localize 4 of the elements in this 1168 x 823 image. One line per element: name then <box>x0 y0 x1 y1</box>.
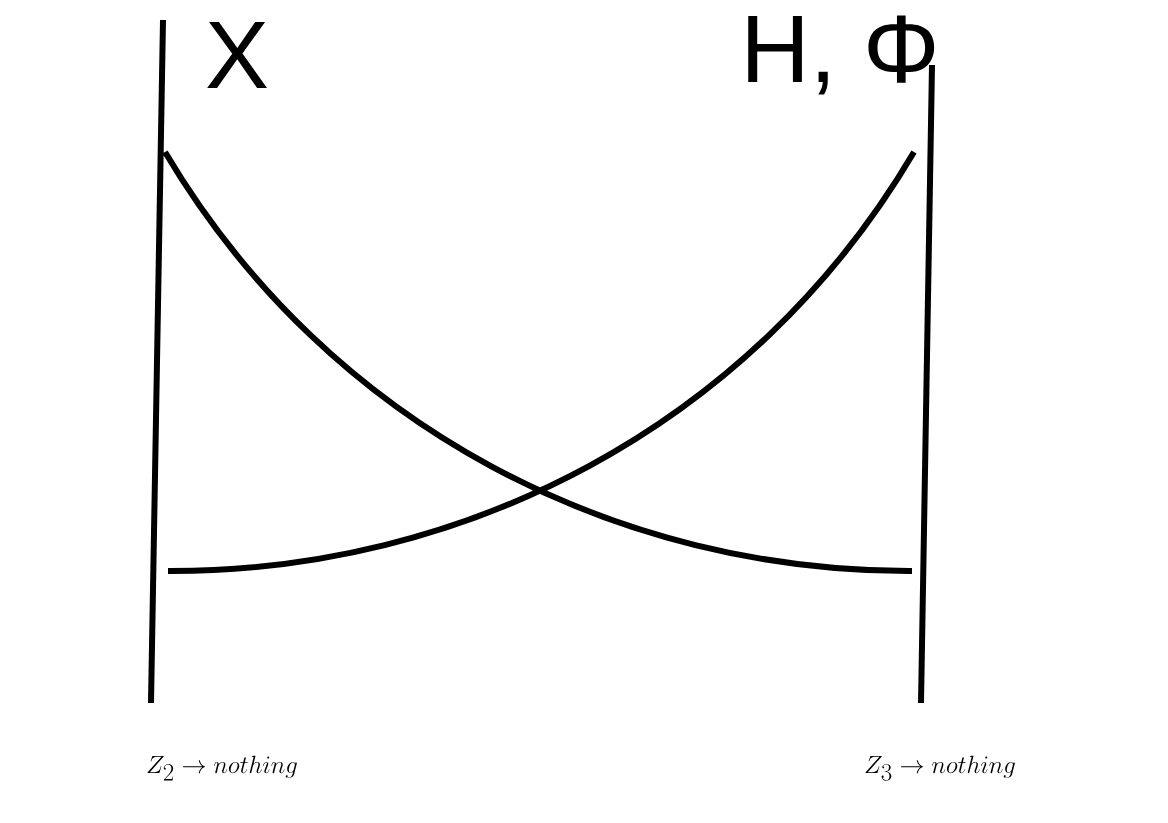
label: H, Φ <box>748 15 935 95</box>
label: X <box>207 22 267 89</box>
formula-label: $Z_2 \to nothing$ <box>147 755 297 781</box>
formula-label: $Z_3 \to nothing$ <box>865 755 1015 781</box>
